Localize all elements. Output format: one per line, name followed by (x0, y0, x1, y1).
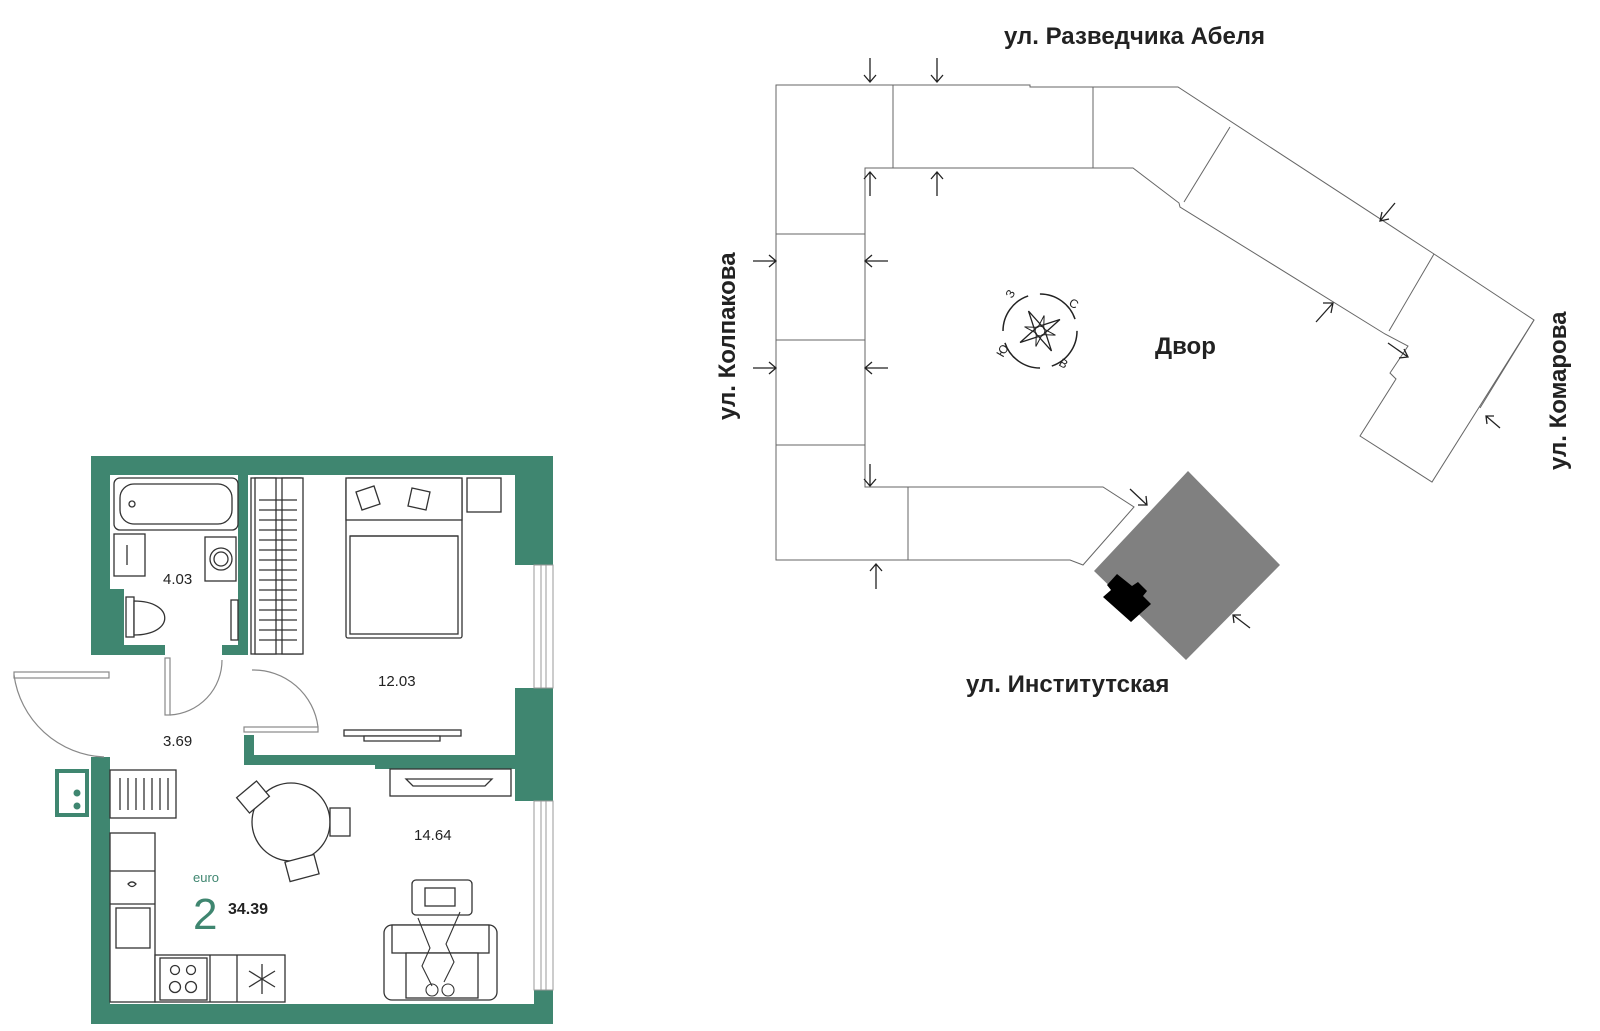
compass-south-label: Ю (993, 342, 1011, 360)
hall-radiator (109, 769, 177, 819)
sink (113, 533, 146, 577)
street-west-label: ул. Колпакова (714, 252, 741, 420)
bathroom-radiator (230, 599, 239, 641)
exterior-walls (91, 456, 553, 1024)
entrance-arrows (753, 58, 1501, 629)
wardrobe (250, 477, 304, 655)
apartment-plan: 4.03 3.69 12.03 14.64 euro 2 34.39 (13, 456, 554, 1024)
street-north-label: ул. Разведчика Абеля (1004, 23, 1265, 50)
living-tv-stand (389, 768, 512, 797)
courtyard-label: Двор (1155, 333, 1216, 360)
fridge-snowflake-icon (248, 964, 276, 994)
street-south-label: ул. Институтская (966, 671, 1169, 698)
sofa (383, 879, 498, 1001)
compass-west-label: З (1002, 287, 1018, 300)
street-east-label: ул. Комарова (1545, 311, 1572, 470)
living-kitchen-area-label: 14.64 (414, 827, 452, 844)
hall-area-label: 3.69 (163, 733, 192, 750)
selected-unit-marker (1103, 574, 1151, 622)
bedroom-tv-stand (343, 729, 462, 742)
stove (159, 957, 208, 1001)
building-sections (776, 85, 1535, 560)
windows (533, 564, 554, 991)
entry-marker (55, 769, 89, 817)
bathroom-area-label: 4.03 (163, 571, 192, 588)
building-outline (775, 84, 1535, 566)
nightstand (466, 477, 502, 513)
apartment-type-label: euro (193, 870, 219, 885)
people-figures (417, 911, 461, 997)
interior-doors (164, 657, 319, 733)
compass-rose-icon: С В Ю З (993, 287, 1081, 371)
entry-door (13, 671, 110, 758)
washing-machine (204, 536, 237, 582)
room-count: 2 (193, 890, 217, 939)
dining-table (235, 780, 351, 883)
toilet (125, 596, 166, 638)
total-area: 34.39 (228, 901, 268, 918)
bedroom-area-label: 12.03 (378, 673, 416, 690)
compass-east-label: В (1057, 355, 1071, 371)
compass-north-label: С (1067, 295, 1082, 312)
double-bed (345, 477, 463, 639)
site-plan: С В Ю З Двор ул. Разведчика Абеля ул. Ин… (714, 23, 1572, 698)
bathtub (113, 477, 239, 531)
